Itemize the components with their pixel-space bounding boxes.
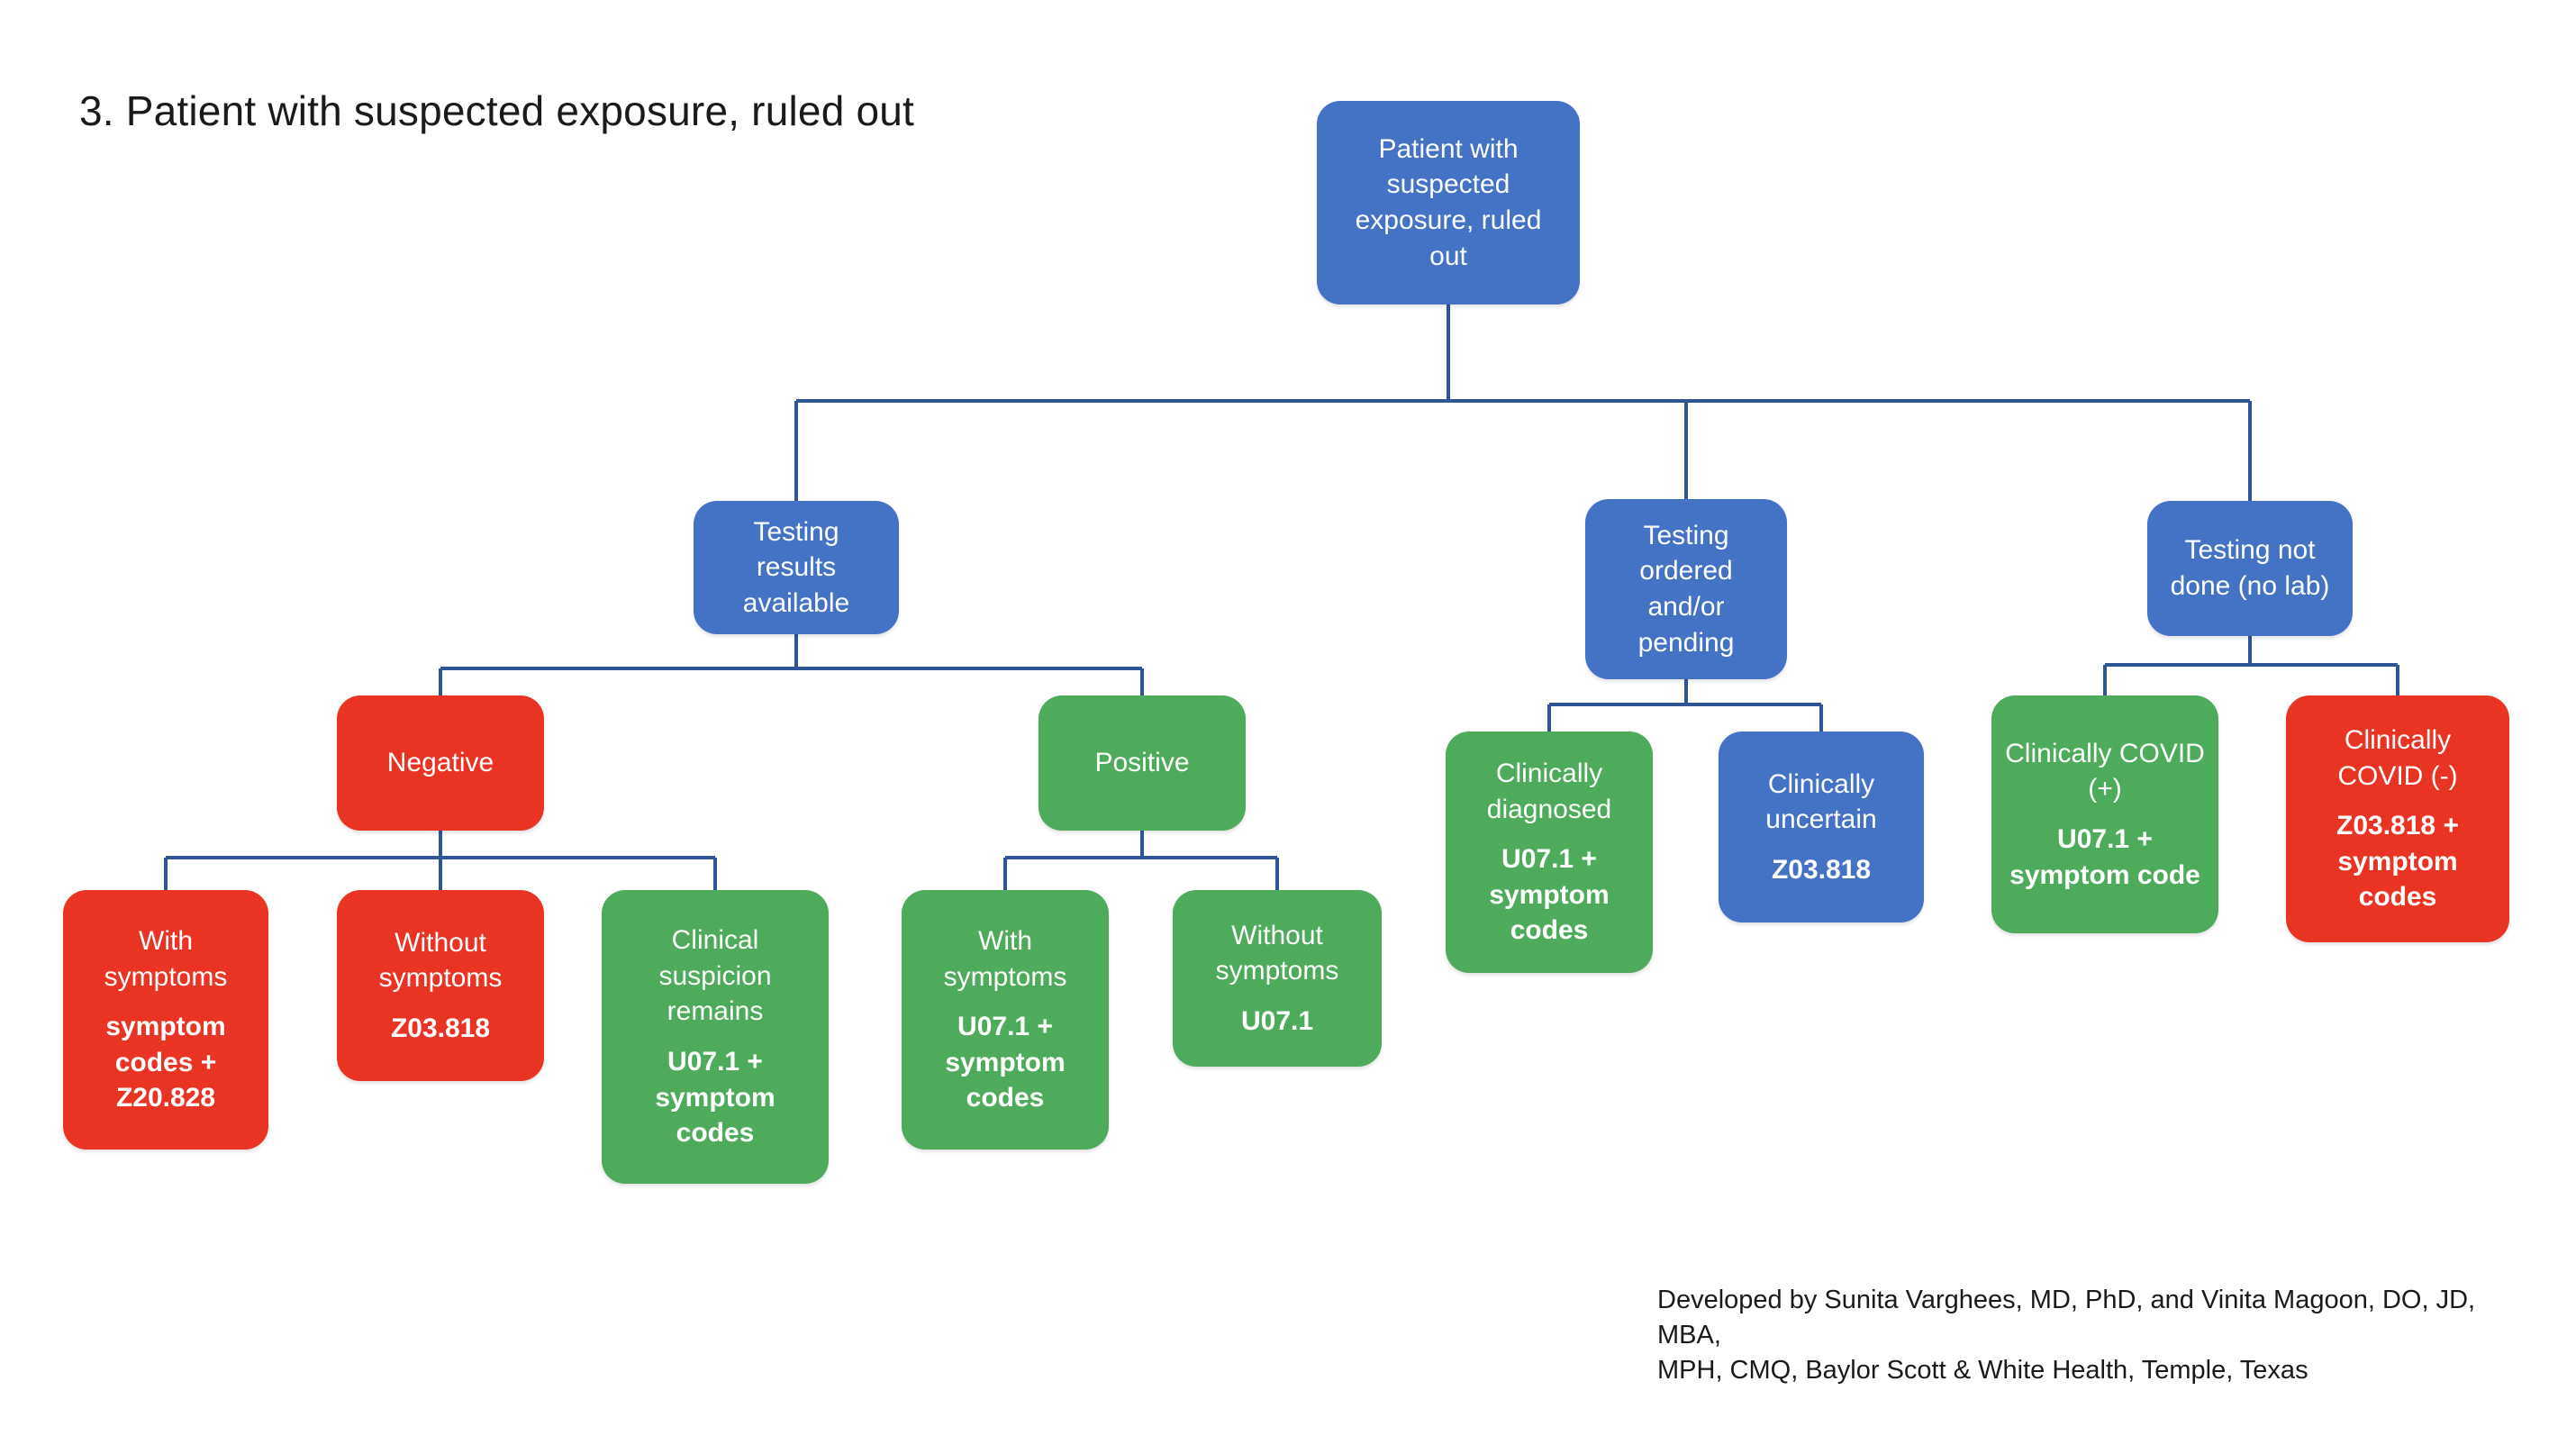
node-label: Negative	[386, 748, 494, 778]
node-code: Z03.818	[390, 1013, 491, 1043]
node-label: Clinical suspicion remains	[658, 925, 772, 1027]
node-positive-without-symptoms: Without symptoms U07.1	[1173, 890, 1382, 1067]
node-testing-results-available: Testing results available	[694, 501, 899, 634]
node-negative: Negative	[337, 695, 544, 831]
connector-path	[164, 304, 2399, 890]
node-clinically-covid-positive: Clinically COVID (+) U07.1 + symptom cod…	[1991, 695, 2218, 933]
node-patient-suspected-exposure: Patient with suspected exposure, ruled o…	[1317, 101, 1580, 304]
credit-line-1: Developed by Sunita Varghees, MD, PhD, a…	[1657, 1286, 2476, 1350]
node-negative-with-symptoms: With symptoms symptom codes + Z20.828	[63, 890, 268, 1150]
node-positive-with-symptoms: With symptoms U07.1 + symptom codes	[902, 890, 1109, 1150]
node-testing-ordered-pending: Testing ordered and/or pending	[1585, 499, 1787, 679]
credit-text: Developed by Sunita Varghees, MD, PhD, a…	[1657, 1283, 2504, 1388]
node-label: Testing ordered and/or pending	[1637, 520, 1735, 658]
node-label: Clinically diagnosed	[1486, 759, 1612, 824]
node-positive: Positive	[1039, 695, 1246, 831]
node-label: Clinically COVID (-)	[2337, 725, 2458, 791]
node-label: Without symptoms	[378, 927, 503, 994]
node-label: Without symptoms	[1215, 920, 1339, 986]
credit-line-2: MPH, CMQ, Baylor Scott & White Health, T…	[1657, 1356, 2308, 1386]
node-label: Patient with suspected exposure, ruled o…	[1355, 133, 1542, 271]
node-clinically-diagnosed: Clinically diagnosed U07.1 + symptom cod…	[1446, 732, 1653, 973]
node-code: symptom codes + Z20.828	[105, 1012, 226, 1113]
node-label: Testing not done (no lab)	[2170, 535, 2330, 601]
node-code: Z03.818	[1771, 854, 1872, 885]
node-clinically-uncertain: Clinically uncertain Z03.818	[1719, 732, 1924, 922]
node-label: Clinically uncertain	[1765, 768, 1877, 835]
node-code: U07.1 + symptom codes	[655, 1047, 776, 1149]
node-code: U07.1 + symptom codes	[945, 1012, 1066, 1113]
node-label: With symptoms	[104, 926, 228, 992]
node-testing-not-done: Testing not done (no lab)	[2147, 501, 2353, 636]
node-code: U07.1	[1240, 1005, 1314, 1036]
node-clinical-suspicion-remains: Clinical suspicion remains U07.1 + sympt…	[602, 890, 829, 1184]
node-negative-without-symptoms: Without symptoms Z03.818	[337, 890, 544, 1081]
node-label: With symptoms	[943, 926, 1067, 992]
node-code: U07.1 + symptom codes	[1489, 844, 1610, 946]
page-title: 3. Patient with suspected exposure, rule…	[79, 87, 915, 134]
node-label: Testing results available	[742, 516, 850, 618]
node-label: Clinically COVID (+)	[2005, 738, 2205, 804]
node-label: Positive	[1094, 748, 1190, 778]
node-code: Z03.818 + symptom codes	[2336, 811, 2459, 913]
node-clinically-covid-negative: Clinically COVID (-) Z03.818 + symptom c…	[2286, 695, 2509, 942]
node-code: U07.1 + symptom code	[2009, 824, 2200, 890]
